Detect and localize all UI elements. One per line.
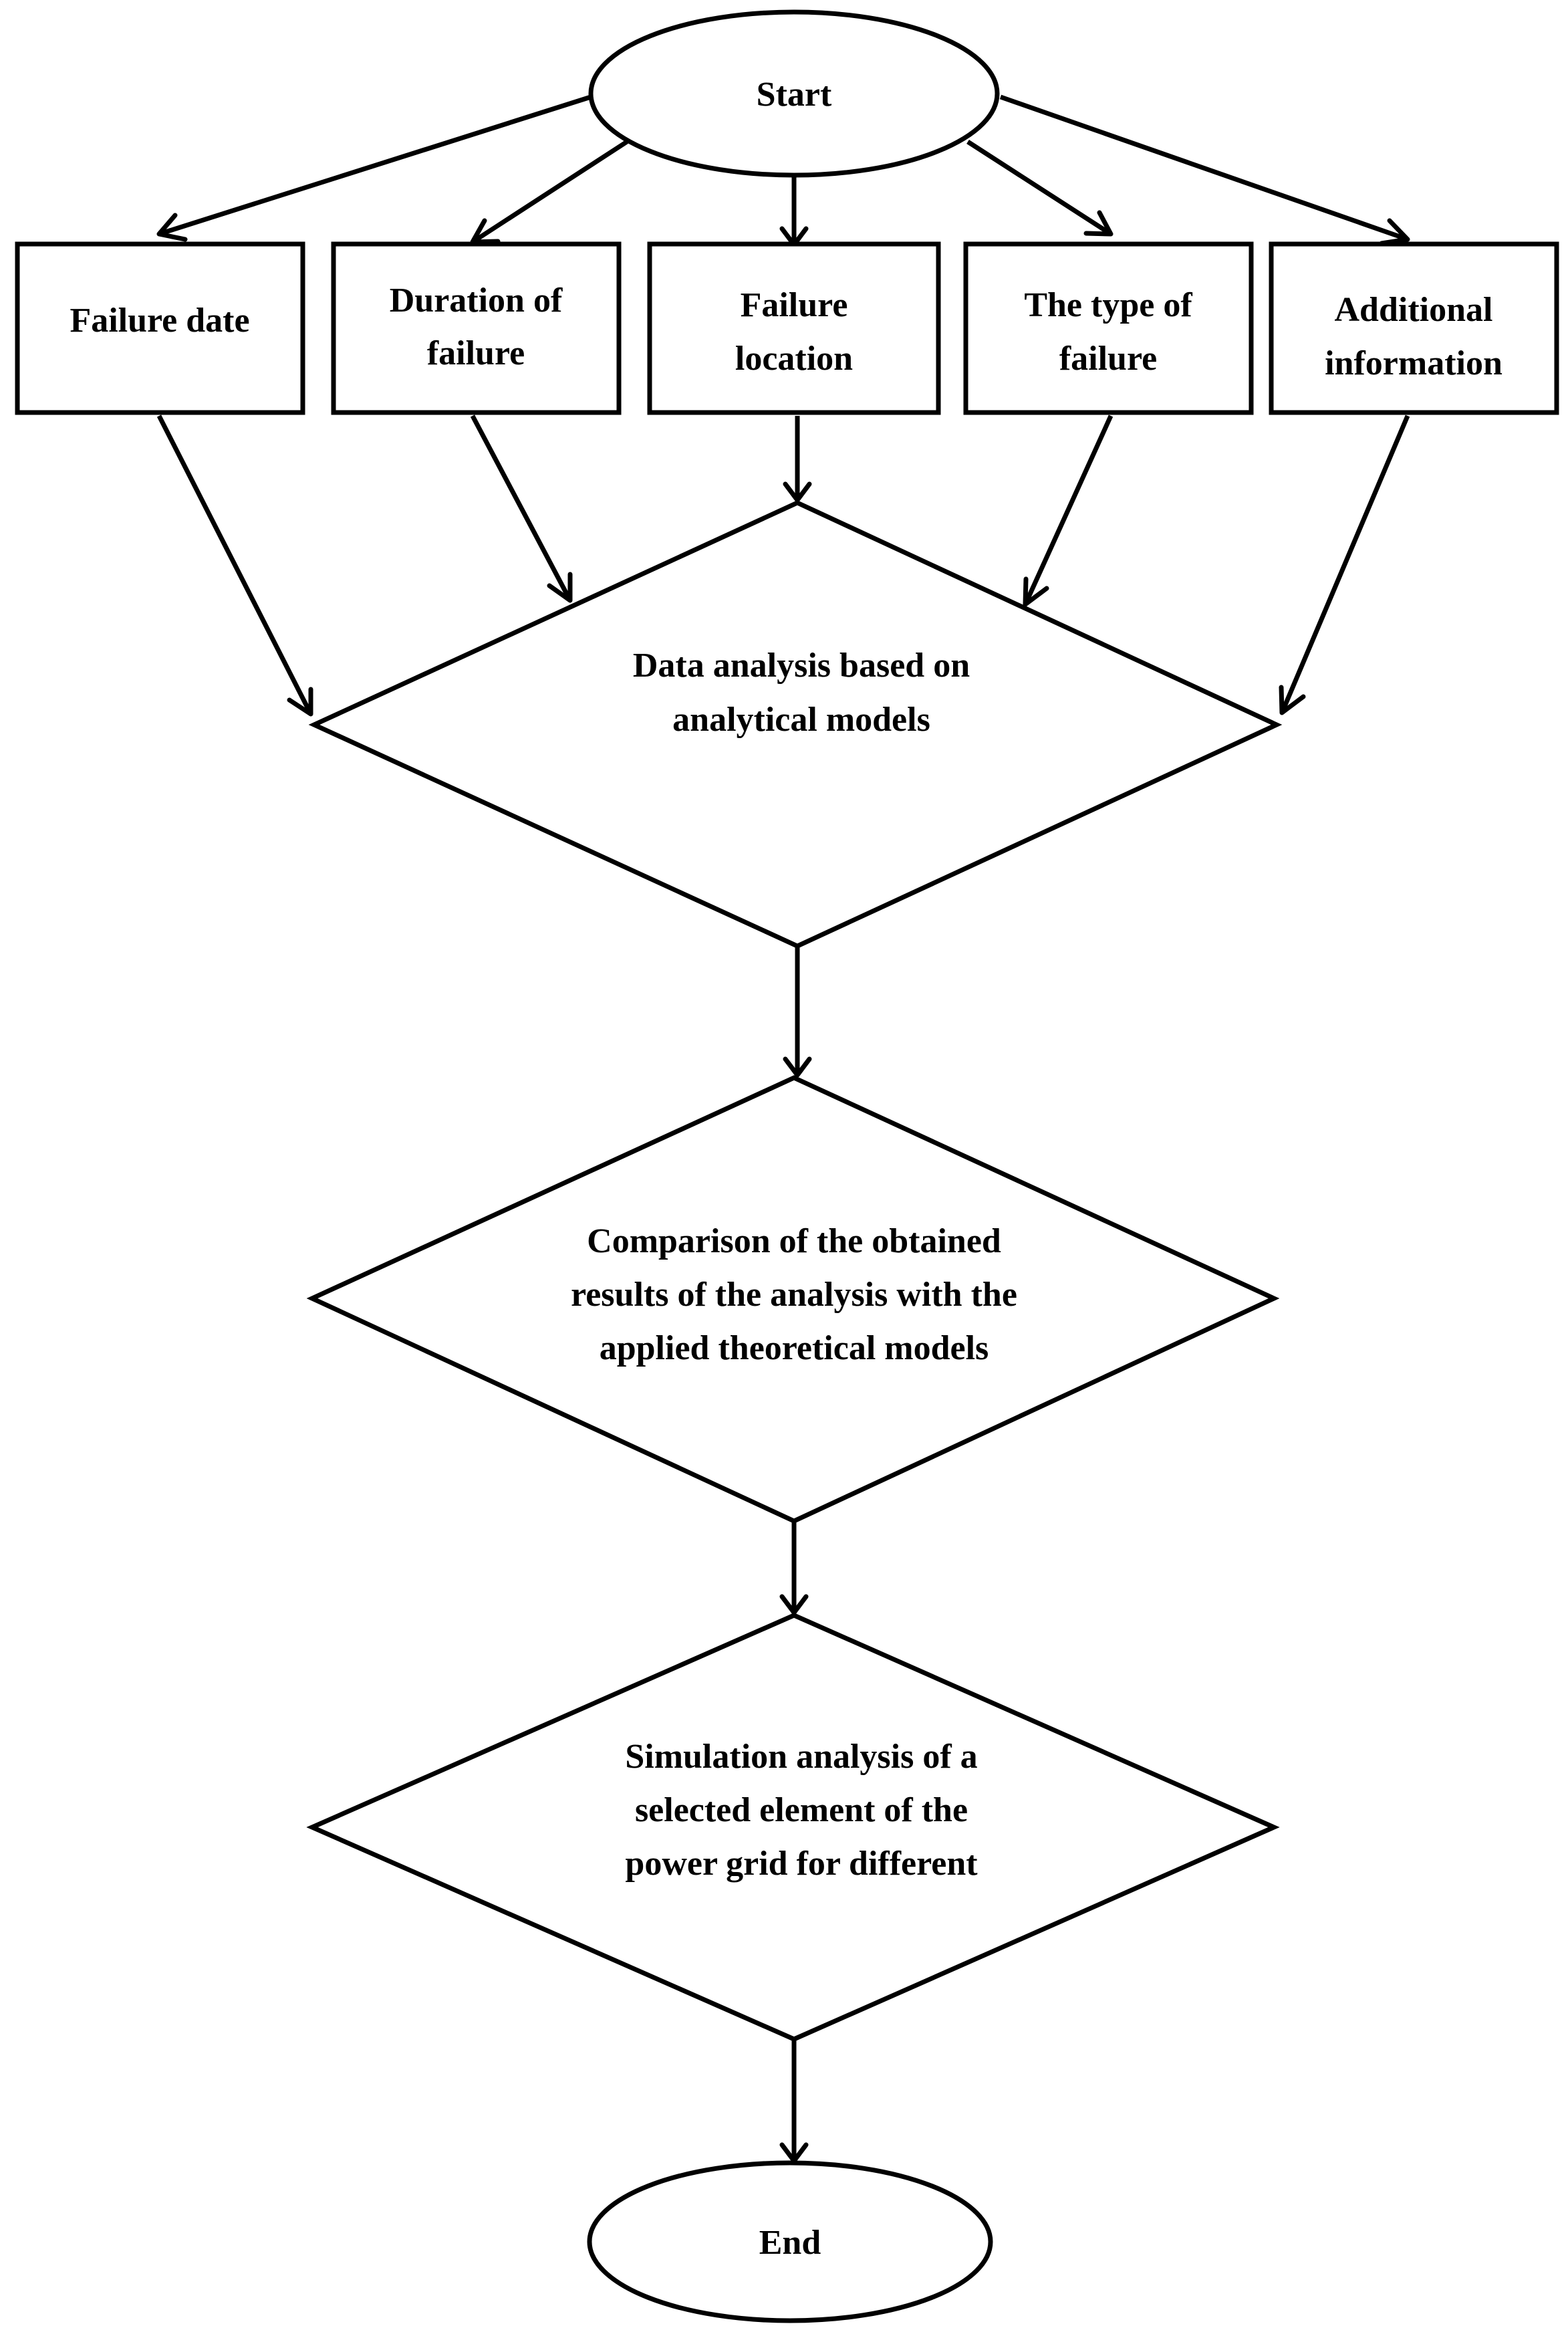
connector-duration-to-analysis: [470, 415, 573, 603]
input-box-failure-date: Failure date: [15, 241, 305, 415]
connector-start-to-failure-date: [156, 94, 592, 242]
connector-start-to-additional: [999, 94, 1410, 246]
end-node: End: [587, 2160, 993, 2323]
connector-analysis-to-comparison: [783, 946, 812, 1078]
failure-date-label: Failure date: [70, 302, 249, 340]
connector-start-to-type: [966, 140, 1114, 237]
connector-simulation-to-end: [779, 2039, 809, 2164]
connector-location-to-analysis: [783, 416, 812, 503]
comparison-label-line-2: results of the analysis with the: [571, 1276, 1017, 1314]
decision-comparison: Comparison of the obtained results of th…: [306, 1075, 1280, 1524]
data-analysis-label-line-1: Data analysis based on: [633, 647, 970, 685]
connectors: [156, 94, 1410, 2164]
duration-of-failure-label-line-2: failure: [427, 334, 525, 372]
data-analysis-label-line-2: analytical models: [672, 701, 930, 739]
failure-location-label-line-1: Failure: [741, 286, 848, 324]
type-of-failure-label-line-1: The type of: [1024, 286, 1192, 324]
connector-type-to-analysis: [1023, 415, 1114, 607]
input-box-failure-location: Failure location: [647, 241, 941, 415]
comparison-label-line-1: Comparison of the obtained: [587, 1222, 1001, 1260]
simulation-label-line-1: Simulation analysis of a: [625, 1738, 977, 1776]
input-box-type-of-failure: The type of failure: [963, 241, 1254, 415]
input-box-additional-information: Additional information: [1269, 241, 1559, 415]
connector-comparison-to-simulation: [779, 1521, 809, 1615]
failure-location-label-line-2: location: [735, 340, 853, 378]
type-of-failure-label-line-2: failure: [1059, 340, 1157, 378]
end-label: End: [759, 2224, 821, 2262]
connector-start-to-duration: [470, 140, 628, 245]
start-label: Start: [757, 76, 832, 114]
start-node: Start: [588, 9, 1000, 178]
simulation-label-line-2: selected element of the: [635, 1791, 968, 1829]
decision-data-analysis: Data analysis based on analytical models: [308, 500, 1283, 949]
connector-failure-date-to-analysis: [156, 415, 313, 717]
connector-additional-to-analysis: [1279, 415, 1410, 715]
decision-simulation-analysis: Simulation analysis of a selected elemen…: [306, 1613, 1280, 2042]
additional-information-label-line-1: Additional: [1335, 291, 1493, 329]
additional-information-label-line-2: information: [1325, 344, 1502, 382]
connector-start-to-location: [779, 175, 809, 247]
input-box-duration-of-failure: Duration of failure: [331, 241, 622, 415]
comparison-label-line-3: applied theoretical models: [600, 1329, 989, 1367]
simulation-label-line-3: power grid for different: [625, 1845, 978, 1883]
duration-of-failure-label-line-1: Duration of: [390, 281, 563, 320]
